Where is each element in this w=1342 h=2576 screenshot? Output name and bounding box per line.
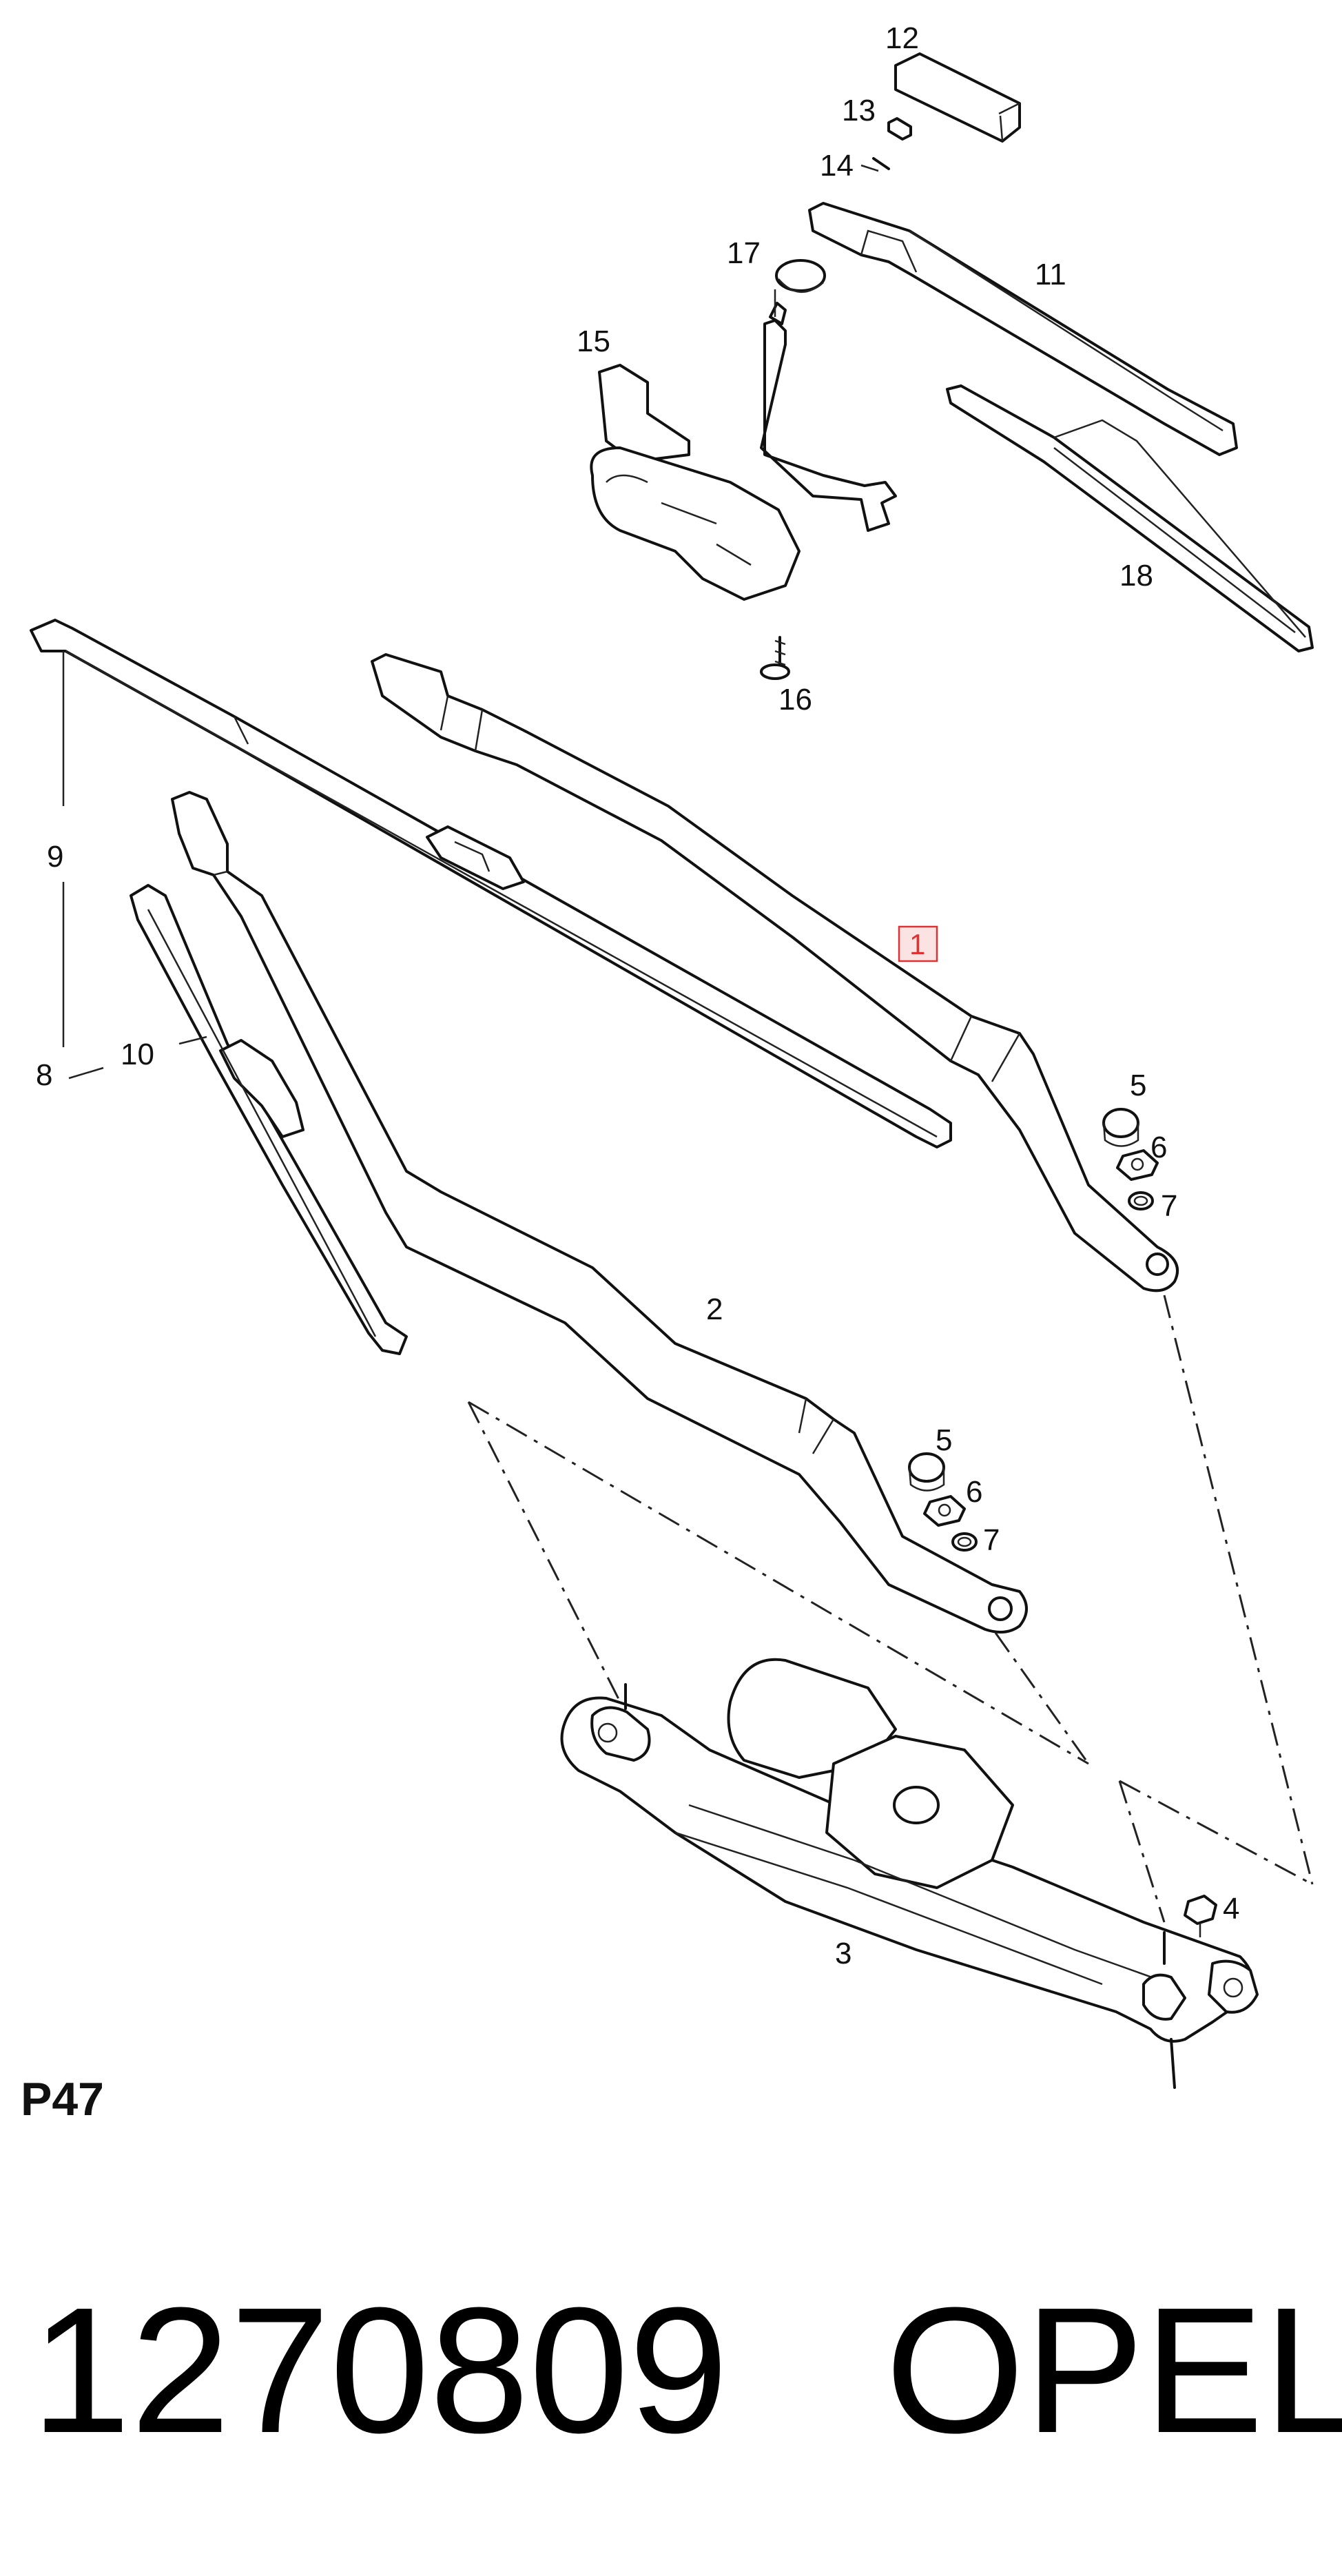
callout-8: 8 [36, 1058, 52, 1092]
callout-13: 13 [842, 94, 876, 127]
bolt-4 [1184, 1895, 1217, 1937]
rear-wiper-pin-14 [872, 157, 890, 170]
cap-nut-washer-lower [908, 1452, 978, 1552]
callout-3: 3 [835, 1937, 851, 1970]
callout-14: 14 [820, 149, 854, 183]
callout-10: 10 [121, 1038, 154, 1071]
callout-5-upper: 5 [1130, 1069, 1146, 1102]
rear-wiper-blade-18 [946, 384, 1314, 652]
callout-16: 16 [778, 683, 812, 717]
callout-7-upper: 7 [1161, 1189, 1177, 1223]
callout-1-highlight-box [898, 925, 938, 962]
assembly-leader-lines [467, 1295, 1314, 1923]
rear-wiper-motor-15 [590, 289, 897, 601]
front-wiper-blade-10 [130, 884, 408, 1355]
callout-11: 11 [1035, 258, 1066, 291]
callout-2: 2 [706, 1292, 723, 1326]
callout-15: 15 [577, 324, 610, 358]
callout-labels: 12 13 14 17 11 15 18 16 9 1 10 8 5 6 7 2… [36, 21, 1239, 1970]
rear-wiper-clip-13 [887, 117, 912, 141]
front-wiper-arm-1 [371, 653, 1179, 1292]
callout-4: 4 [1223, 1892, 1239, 1926]
part-number: 1270809 [31, 2271, 728, 2471]
callout-18: 18 [1119, 559, 1153, 593]
callout-7-lower: 7 [983, 1523, 1000, 1557]
brand-name: OPEL [885, 2271, 1342, 2471]
callout-17: 17 [727, 236, 761, 270]
callout-9: 9 [47, 840, 63, 874]
callout-12: 12 [885, 21, 919, 55]
front-wiper-blade-9 [30, 619, 952, 1148]
callout-6-lower: 6 [966, 1475, 982, 1509]
callout-1: 1 [909, 928, 925, 960]
wiper-linkage-motor-3 [560, 1658, 1259, 2089]
front-wiper-arm-2 [171, 791, 1028, 1634]
page-code: P47 [21, 2073, 104, 2125]
rear-wiper-arm-11 [808, 202, 1238, 456]
callout-leaders [62, 164, 879, 1080]
rear-bolt-16 [760, 636, 790, 680]
rear-wiper-cap-12 [894, 52, 1021, 143]
cap-nut-washer-upper [1102, 1108, 1159, 1210]
rear-grommet-17 [775, 259, 826, 293]
callout-6-upper: 6 [1150, 1131, 1167, 1164]
callout-5-lower: 5 [936, 1423, 952, 1457]
